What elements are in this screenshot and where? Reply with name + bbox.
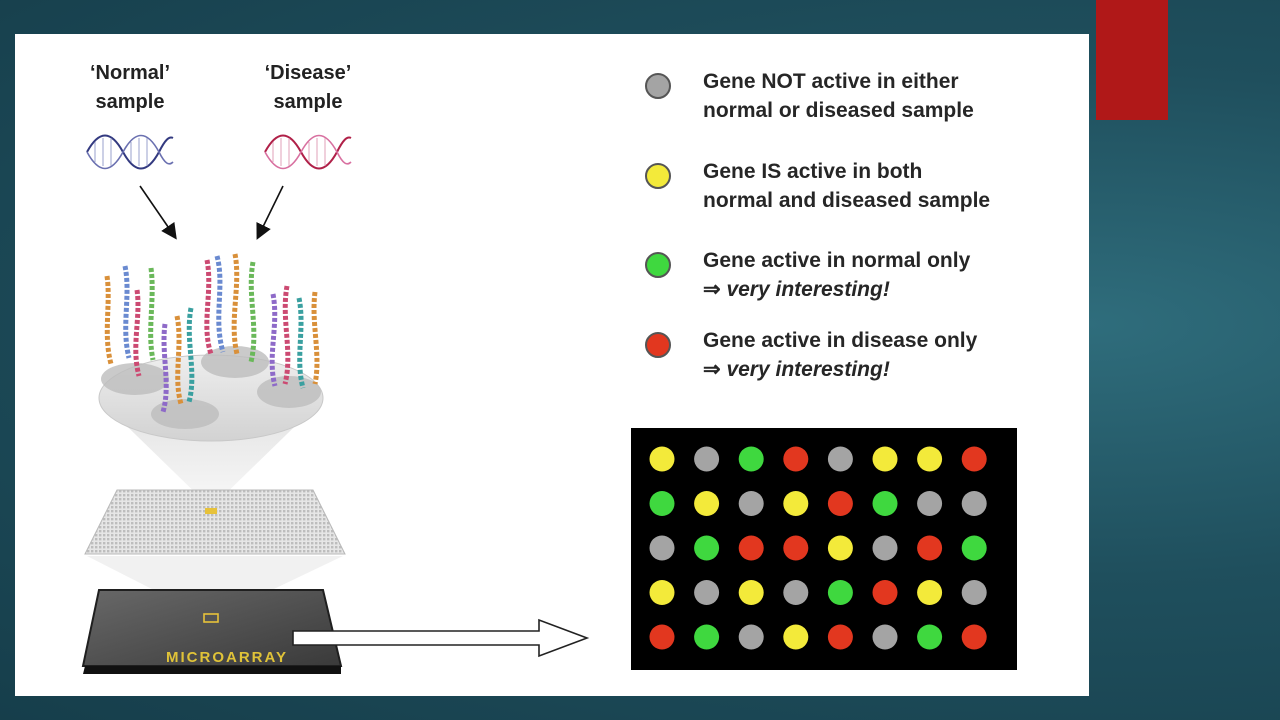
legend-note: very interesting! [726,278,890,301]
gray-spot [961,580,987,605]
red-spot [738,535,764,561]
green-spot [694,624,720,650]
yellow-spot [827,535,853,561]
gray-spot [872,624,898,650]
red-dot-icon [645,332,671,358]
gray-spot [694,446,720,472]
legend-line: ⇒ very interesting! [703,275,970,304]
red-spot [827,624,853,650]
accent-bar [1096,0,1168,120]
green-spot [827,580,853,605]
gray-spot [649,535,675,561]
red-spot [917,535,943,561]
microarray-spot-grid [631,428,1017,670]
legend-line: Gene IS active in both [703,160,923,183]
disease-arrow [256,185,284,240]
result-arrow [292,618,590,658]
yellow-spot [738,580,764,605]
yellow-spot [783,491,809,516]
legend-item-inactive: Gene NOT active in either normal or dise… [645,67,974,125]
gray-spot [783,580,809,605]
red-spot [961,624,987,650]
gray-spot [827,446,853,472]
gray-dot-icon [645,73,671,99]
legend-line: ⇒ very interesting! [703,355,977,384]
dna-strands [104,253,320,413]
legend-line: Gene active in normal only [703,249,971,272]
red-spot [649,624,675,650]
legend-line: Gene NOT active in either [703,70,959,93]
green-spot [917,624,943,650]
gray-spot [961,491,987,516]
legend-item-normal-only: Gene active in normal only ⇒ very intere… [645,246,970,304]
green-spot [738,446,764,472]
green-spot [872,491,898,516]
gray-spot [738,624,764,650]
yellow-dot-icon [645,163,671,189]
legend-line: normal or diseased sample [703,99,974,122]
legend-line: normal and diseased sample [703,189,991,212]
gray-spot [872,535,898,561]
red-spot [961,446,987,472]
red-spot [872,580,898,605]
yellow-spot [917,446,943,472]
normal-sample-label: ‘Normal’ sample [89,62,171,113]
legend-item-disease-only: Gene active in disease only ⇒ very inter… [645,326,977,384]
legend-note: very interesting! [726,358,890,381]
microarray-illustration [81,134,590,674]
implies-arrow: ⇒ [703,358,727,381]
legend-item-both-active: Gene IS active in both normal and diseas… [645,157,990,215]
yellow-spot [872,446,898,472]
green-spot [961,535,987,561]
disease-sample-label: ‘Disease’ sample [264,62,352,113]
legend-line: Gene active in disease only [703,329,978,352]
array-grid-slide [84,489,346,555]
gray-spot [738,491,764,516]
green-dot-icon [645,252,671,278]
implies-arrow: ⇒ [703,278,727,301]
normal-dna-helix-icon [86,134,174,170]
microarray-label: MICROARRAY [166,649,288,666]
green-spot [649,491,675,516]
yellow-spot [783,624,809,650]
yellow-spot [649,580,675,605]
green-spot [694,535,720,561]
red-spot [827,491,853,516]
yellow-spot [694,491,720,516]
disease-dna-helix-icon [264,134,352,170]
gray-spot [917,491,943,516]
red-spot [783,535,809,561]
normal-arrow [139,185,177,240]
yellow-spot [649,446,675,472]
slide-panel: ‘Normal’ sample ‘Disease’ sample [15,34,1089,696]
yellow-spot [917,580,943,605]
gray-spot [694,580,720,605]
red-spot [783,446,809,472]
